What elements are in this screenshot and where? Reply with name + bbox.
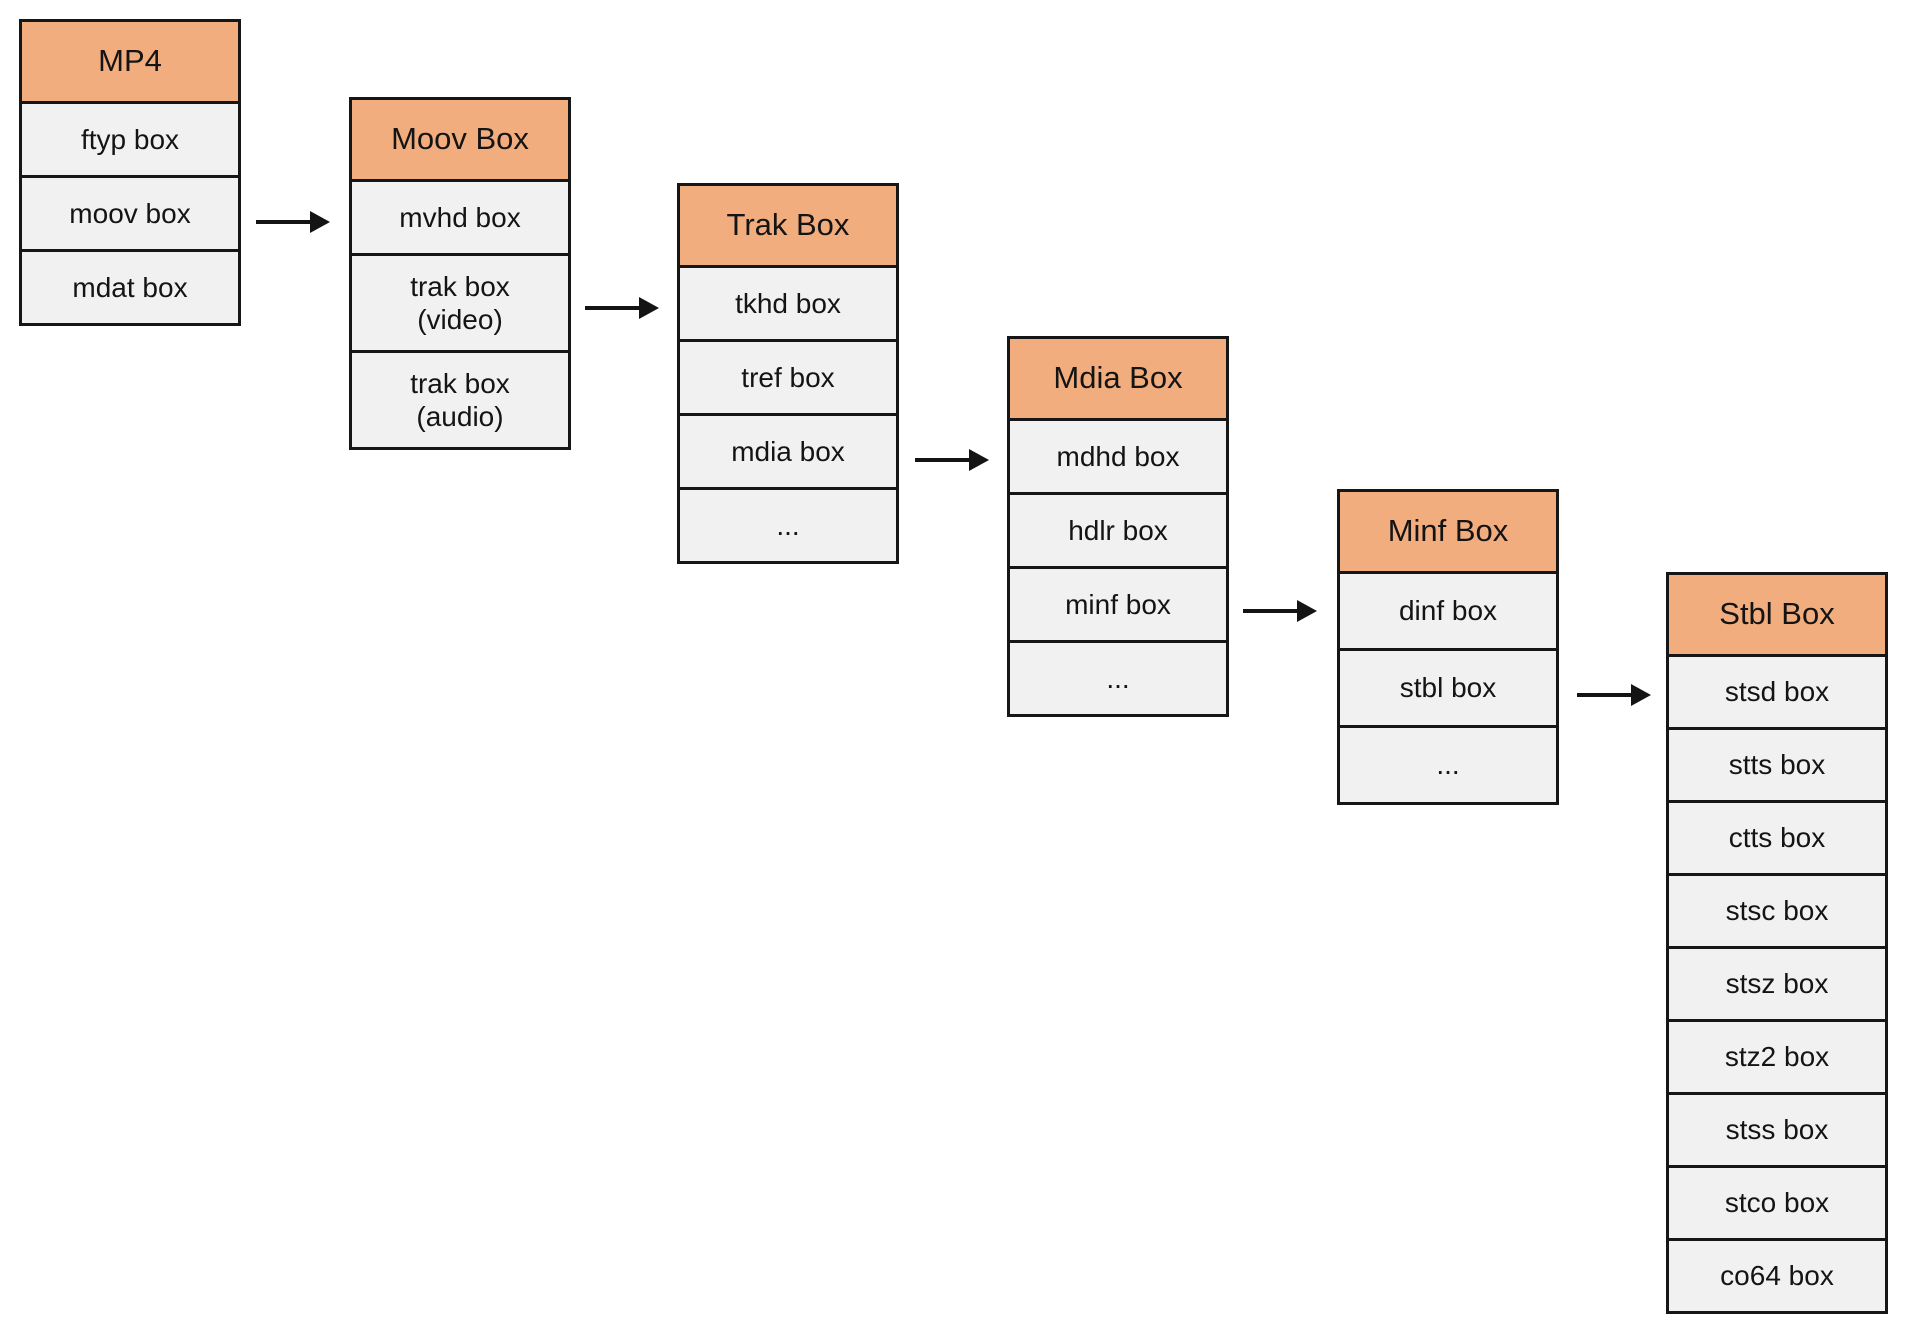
arrow-shaft	[1577, 693, 1635, 697]
arrow-trakvideo-to-trakbox-icon	[585, 297, 659, 319]
row-hdlr-box: hdlr box	[1007, 492, 1229, 569]
arrow-head-icon	[310, 211, 330, 233]
mp4-box: MP4 ftyp box moov box mdat box	[19, 19, 241, 326]
row-stss-box: stss box	[1666, 1092, 1888, 1168]
row-mdia-box: mdia box	[677, 413, 899, 490]
arrow-shaft	[256, 220, 314, 224]
trak-box-header: Trak Box	[677, 183, 899, 268]
arrow-minf-to-minfbox-icon	[1243, 600, 1317, 622]
row-mdhd-box: mdhd box	[1007, 418, 1229, 495]
row-mvhd-box: mvhd box	[349, 179, 571, 256]
arrow-head-icon	[639, 297, 659, 319]
arrow-shaft	[585, 306, 643, 310]
moov-box-header: Moov Box	[349, 97, 571, 182]
row-stz2-box: stz2 box	[1666, 1019, 1888, 1095]
row-mdat-box: mdat box	[19, 249, 241, 326]
arrow-stbl-to-stblbox-icon	[1577, 684, 1651, 706]
arrow-head-icon	[1297, 600, 1317, 622]
mdia-box-header: Mdia Box	[1007, 336, 1229, 421]
arrow-head-icon	[1631, 684, 1651, 706]
stbl-box-header: Stbl Box	[1666, 572, 1888, 657]
row-stts-box: stts box	[1666, 727, 1888, 803]
row-stsz-box: stsz box	[1666, 946, 1888, 1022]
row-ftyp-box: ftyp box	[19, 101, 241, 178]
trak-box: Trak Box tkhd box tref box mdia box ...	[677, 183, 899, 564]
row-stco-box: stco box	[1666, 1165, 1888, 1241]
row-mdia-ellipsis: ...	[1007, 640, 1229, 717]
row-stsd-box: stsd box	[1666, 654, 1888, 730]
mp4-box-header: MP4	[19, 19, 241, 104]
row-moov-box: moov box	[19, 175, 241, 252]
row-tref-box: tref box	[677, 339, 899, 416]
row-stsc-box: stsc box	[1666, 873, 1888, 949]
row-dinf-box: dinf box	[1337, 571, 1559, 651]
row-co64-box: co64 box	[1666, 1238, 1888, 1314]
minf-box: Minf Box dinf box stbl box ...	[1337, 489, 1559, 805]
mdia-box: Mdia Box mdhd box hdlr box minf box ...	[1007, 336, 1229, 717]
row-minf-ellipsis: ...	[1337, 725, 1559, 805]
row-tkhd-box: tkhd box	[677, 265, 899, 342]
row-trak-ellipsis: ...	[677, 487, 899, 564]
row-stbl-box: stbl box	[1337, 648, 1559, 728]
arrow-head-icon	[969, 449, 989, 471]
row-ctts-box: ctts box	[1666, 800, 1888, 876]
row-trak-box-video: trak box (video)	[349, 253, 571, 353]
arrow-shaft	[1243, 609, 1301, 613]
arrow-moov-to-moovbox-icon	[256, 211, 330, 233]
moov-box: Moov Box mvhd box trak box (video) trak …	[349, 97, 571, 450]
stbl-box: Stbl Box stsd box stts box ctts box stsc…	[1666, 572, 1888, 1314]
arrow-mdia-to-mdiabox-icon	[915, 449, 989, 471]
row-minf-box: minf box	[1007, 566, 1229, 643]
arrow-shaft	[915, 458, 973, 462]
minf-box-header: Minf Box	[1337, 489, 1559, 574]
row-trak-box-audio: trak box (audio)	[349, 350, 571, 450]
